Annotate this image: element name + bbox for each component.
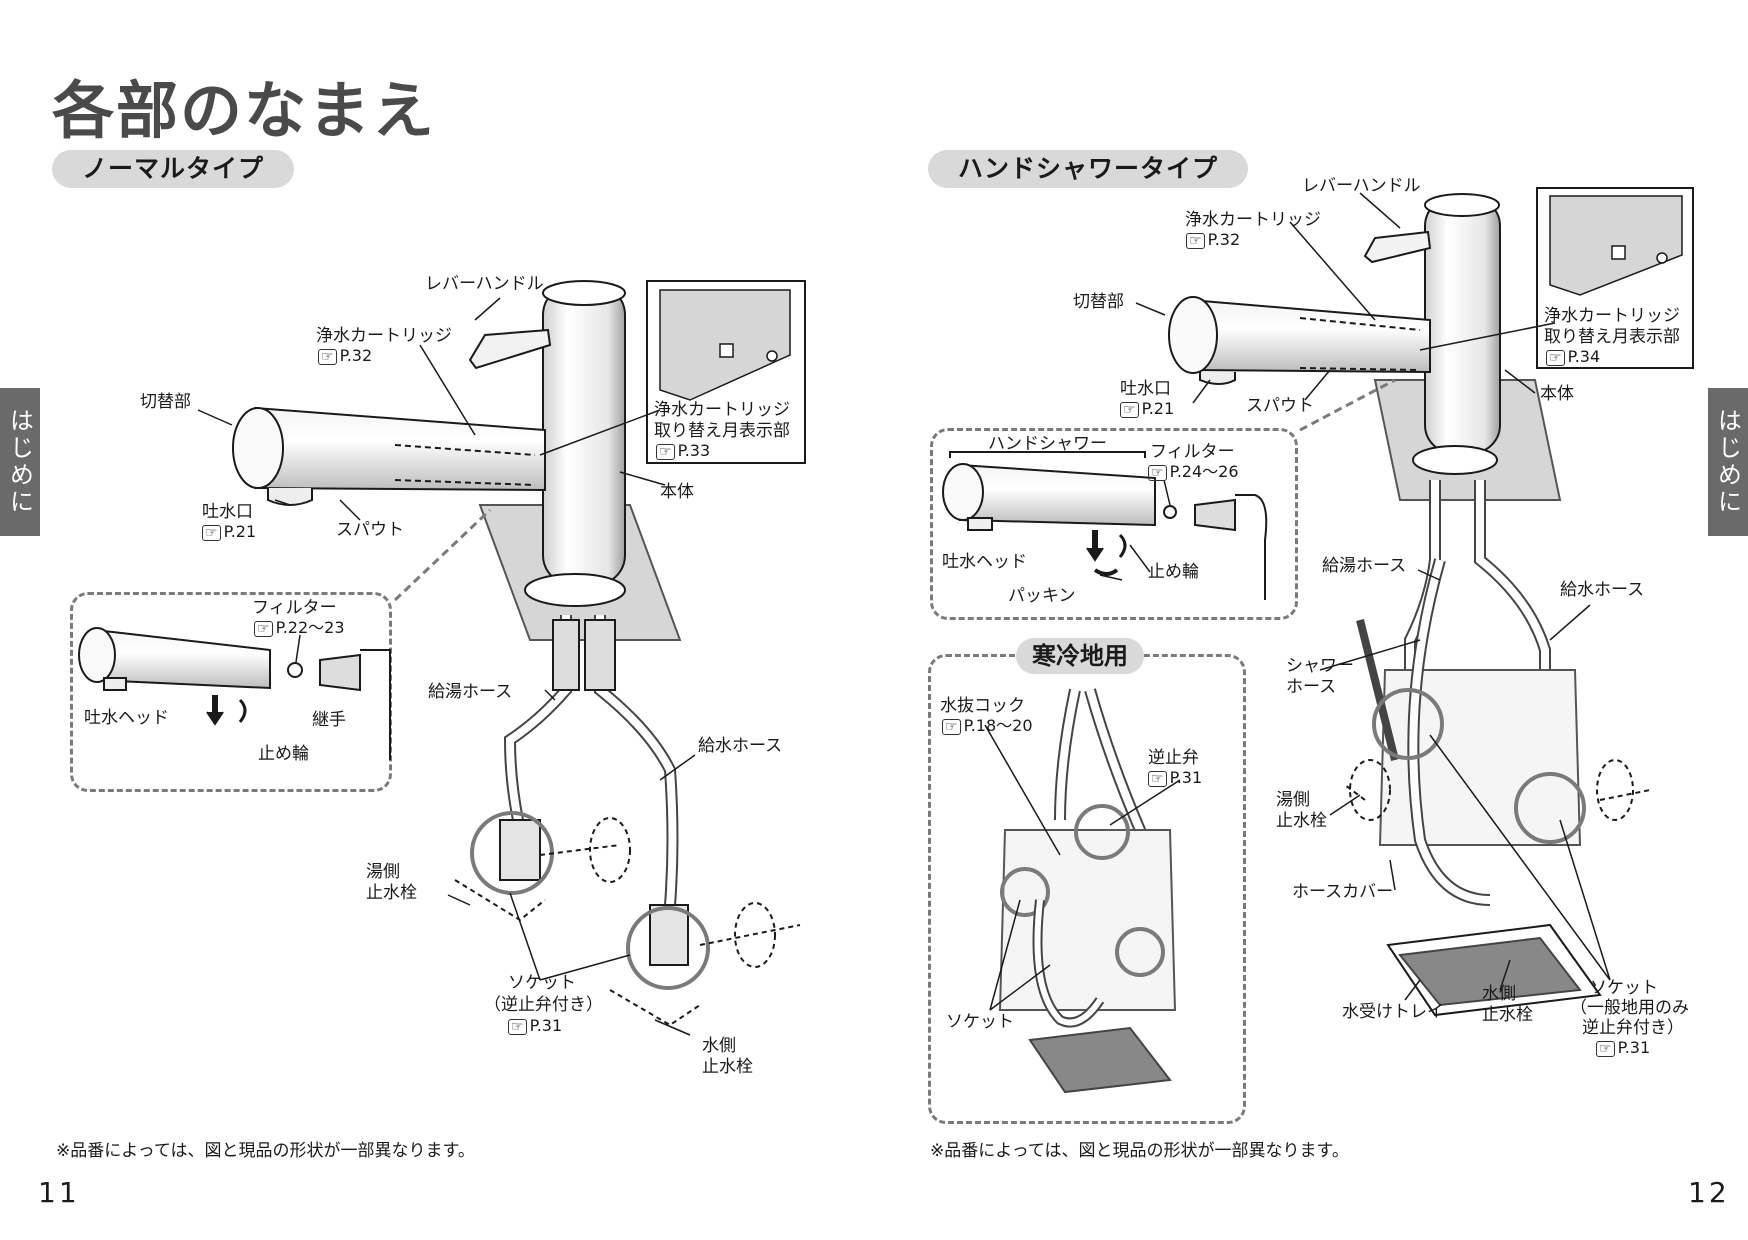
shower-shower-hose-label2: ホース [1286,677,1337,697]
shower-head-detail [942,451,1268,600]
cold-check-ref: ☞P.31 [1148,768,1202,788]
normal-outlet-label: 吐水口 [202,502,253,522]
normal-filter-label: フィルター [252,598,337,618]
normal-hot-valve-label2: 止水栓 [366,883,417,903]
shower-hose-cover-label: ホースカバー [1292,882,1394,902]
shower-indicator-label2: 取り替え月表示部 [1544,327,1680,347]
normal-cartridge-label: 浄水カートリッジ [316,326,452,346]
page-title: 各部のなまえ [52,74,437,147]
shower-leaders [984,192,1611,1011]
shower-hand-shower-label: ハンドシャワー [988,434,1107,454]
pointing-hand-icon: ☞ [508,1019,527,1035]
shower-ring-label: 止め輪 [1148,562,1199,582]
shower-cartridge-label: 浄水カートリッジ [1185,210,1321,230]
normal-socket-ref: ☞P.31 [508,1016,562,1036]
shower-body-label: 本体 [1540,384,1574,404]
normal-hot-hose-label: 給湯ホース [428,682,513,702]
shower-packing-label: パッキン [1008,586,1076,606]
shower-socket-label3: 逆止弁付き） [1582,1018,1684,1038]
shower-hot-valve-label1: 湯側 [1276,790,1310,810]
shower-outlet-ref: ☞P.21 [1120,399,1174,419]
cold-drain-ref: ☞P.18～20 [942,716,1033,736]
normal-socket-label1: ソケット [508,973,576,993]
cold-region-heading: 寒冷地用 [1016,638,1144,674]
normal-cold-valve-label1: 水側 [702,1036,736,1056]
pointing-hand-icon: ☞ [1120,402,1139,418]
pointing-hand-icon: ☞ [942,719,961,735]
normal-cartridge-ref: ☞P.32 [318,346,372,366]
shower-head-label: 吐水ヘッド [942,552,1027,572]
normal-cold-valve-label2: 止水栓 [702,1057,753,1077]
pointing-hand-icon: ☞ [1596,1041,1615,1057]
cold-check-valve-label: 逆止弁 [1148,748,1199,768]
shower-lever-label: レバーハンドル [1302,176,1421,196]
shower-hot-valve-label2: 止水栓 [1276,811,1327,831]
shower-socket-label1: ソケット [1590,978,1658,998]
normal-filter-ref: ☞P.22～23 [254,618,345,638]
shower-hot-hose-label: 給湯ホース [1322,556,1407,576]
normal-type-heading: ノーマルタイプ [52,150,295,188]
page-number-left: 11 [38,1176,80,1209]
normal-indicator-ref: ☞P.33 [656,441,710,461]
shower-socket-ref: ☞P.31 [1596,1038,1650,1058]
normal-head-detail [78,627,391,760]
normal-indicator-label2: 取り替え月表示部 [654,421,790,441]
pointing-hand-icon: ☞ [656,444,675,460]
footnote-left: ※品番によっては、図と現品の形状が一部異なります。 [56,1141,475,1161]
sidetab-left: はじめに [0,388,40,536]
pointing-hand-icon: ☞ [1186,233,1205,249]
shower-tray-label: 水受けトレイ [1342,1002,1444,1022]
normal-faucet [232,280,801,1027]
normal-lever-label: レバーハンドル [425,274,544,294]
pointing-hand-icon: ☞ [1546,350,1565,366]
cold-socket-label: ソケット [946,1012,1014,1032]
normal-ring-label: 止め輪 [258,744,309,764]
normal-switch-label: 切替部 [140,392,191,412]
pointing-hand-icon: ☞ [254,621,273,637]
shower-head-detail-box [930,428,1298,620]
shower-cold-valve-label2: 止水栓 [1482,1005,1533,1025]
shower-filter-ref: ☞P.24～26 [1148,462,1239,482]
footnote-right: ※品番によっては、図と現品の形状が一部異なります。 [930,1141,1349,1161]
shower-socket-label2: （一般地用のみ [1570,998,1689,1018]
normal-indicator-label1: 浄水カートリッジ [654,400,790,420]
pointing-hand-icon: ☞ [1148,465,1167,481]
pointing-hand-icon: ☞ [318,349,337,365]
normal-outlet-ref: ☞P.21 [202,522,256,542]
normal-hot-valve-label1: 湯側 [366,862,400,882]
shower-shower-hose-label1: シャワー [1286,656,1354,676]
shower-cartridge-ref: ☞P.32 [1186,230,1240,250]
normal-body-label: 本体 [660,482,694,502]
shower-filter-label: フィルター [1150,442,1235,462]
normal-head-label: 吐水ヘッド [84,708,169,728]
shower-spout-label: スパウト [1246,396,1314,416]
cold-drain-cock-label: 水抜コック [940,696,1025,716]
shower-indicator-ref: ☞P.34 [1546,347,1600,367]
shower-type-heading: ハンドシャワータイプ [928,150,1249,188]
shower-faucet [1168,193,1651,1017]
sidetab-right: はじめに [1708,388,1748,536]
normal-socket-label2: （逆止弁付き） [484,995,603,1015]
normal-joint-label: 継手 [312,710,346,730]
pointing-hand-icon: ☞ [1148,771,1167,787]
cold-region-detail [998,688,1177,1094]
normal-leaders [197,297,696,1036]
indicator-inset-drawings [659,195,1683,401]
page-number-right: 12 [1688,1176,1730,1209]
pointing-hand-icon: ☞ [202,525,221,541]
normal-spout-label: スパウト [336,520,404,540]
shower-outlet-label: 吐水口 [1120,379,1171,399]
shower-cold-valve-label1: 水側 [1482,984,1516,1004]
normal-cold-hose-label: 給水ホース [698,736,783,756]
shower-indicator-label1: 浄水カートリッジ [1544,306,1680,326]
shower-cold-hose-label: 給水ホース [1560,580,1645,600]
shower-switch-label: 切替部 [1073,292,1124,312]
